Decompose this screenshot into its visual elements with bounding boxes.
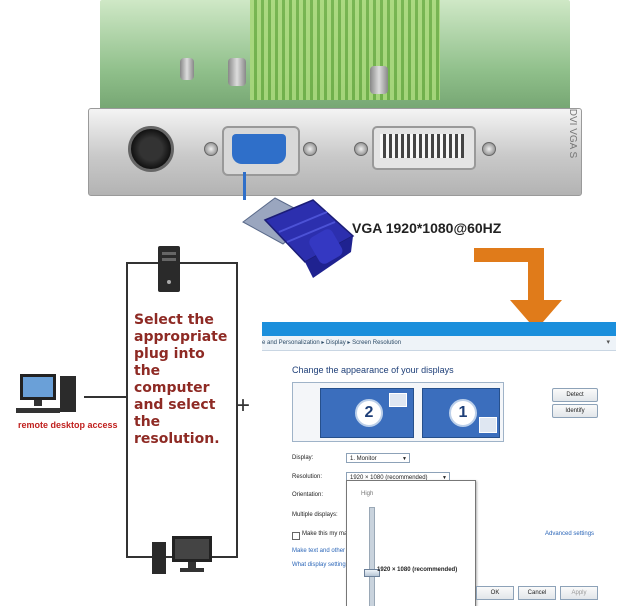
monitor-number: 2	[355, 399, 383, 427]
make-text-link[interactable]: Make text and other	[292, 548, 346, 554]
resolution-select-value: 1920 × 1080 (recommended)	[350, 475, 428, 481]
what-settings-link[interactable]: What display setting	[292, 562, 346, 568]
resolution-slider-track[interactable]	[369, 507, 375, 606]
breadcrumb: e and Personalization ▸ Display ▸ Screen…	[262, 336, 616, 351]
remote-desktop-label: remote desktop access	[18, 420, 118, 430]
dvi-port-pins	[380, 134, 464, 158]
instruction-text: Select the appropriate plug into the com…	[134, 312, 228, 447]
resolution-label: Resolution:	[292, 474, 323, 480]
chevron-down-icon: ▼	[402, 456, 407, 462]
resolution-dropdown-popup: High 1920 × 1080 (recommended)	[346, 480, 476, 606]
screw-icon	[303, 142, 317, 156]
cancel-button[interactable]: Cancel	[518, 586, 556, 600]
screen-resolution-window: e and Personalization ▸ Display ▸ Screen…	[262, 322, 616, 606]
vga-port-socket	[232, 134, 286, 164]
vga-plug-icon	[242, 197, 355, 278]
capacitor-icon	[228, 58, 246, 86]
make-main-label: Make this my ma	[302, 531, 348, 537]
multiple-displays-label: Multiple displays:	[292, 512, 338, 518]
display-select-value: 1. Monitor	[350, 456, 377, 462]
detect-button[interactable]: Detect	[552, 388, 598, 402]
desktop-pc-icon	[16, 374, 76, 413]
screw-icon	[204, 142, 218, 156]
plus-sign: +	[236, 392, 251, 419]
display-select[interactable]: 1. Monitor ▼	[346, 453, 410, 463]
slider-selected-value: 1920 × 1080 (recommended)	[377, 567, 458, 573]
page-title: Change the appearance of your displays	[292, 365, 454, 375]
screw-icon	[354, 142, 368, 156]
display-label: Display:	[292, 455, 314, 461]
capacitor-icon	[370, 66, 388, 94]
monitor-1-tile[interactable]: 1	[422, 388, 500, 438]
window-titlebar	[262, 322, 616, 336]
chevron-down-icon: ▼	[442, 475, 447, 481]
monitor-icon	[389, 393, 407, 407]
ps2-port-icon	[128, 126, 174, 172]
identify-button[interactable]: Identify	[552, 404, 598, 418]
chevron-down-icon[interactable]: ▾	[606, 339, 610, 346]
down-arrow-icon	[474, 248, 562, 330]
tower-pc-icon	[158, 246, 180, 292]
monitor-2-tile[interactable]: 2	[320, 388, 414, 438]
slider-high-label: High	[361, 491, 374, 497]
heatsink	[250, 0, 440, 100]
make-main-checkbox[interactable]	[292, 532, 300, 540]
orientation-label: Orientation:	[292, 492, 324, 498]
connector-line	[243, 172, 246, 200]
apply-button[interactable]: Apply	[560, 586, 598, 600]
bracket-mark: DVI VGA S	[567, 108, 579, 159]
screw-icon	[482, 142, 496, 156]
vga-spec-label: VGA 1920*1080@60HZ	[352, 220, 502, 236]
ok-button[interactable]: OK	[476, 586, 514, 600]
capacitor-icon	[180, 58, 194, 80]
resolution-slider-thumb[interactable]	[364, 569, 380, 577]
monitor-icon	[152, 536, 212, 574]
keypad-icon	[479, 417, 497, 433]
advanced-settings-link[interactable]: Advanced settings	[545, 531, 595, 537]
connector-line	[84, 396, 128, 398]
monitor-number: 1	[449, 399, 477, 427]
